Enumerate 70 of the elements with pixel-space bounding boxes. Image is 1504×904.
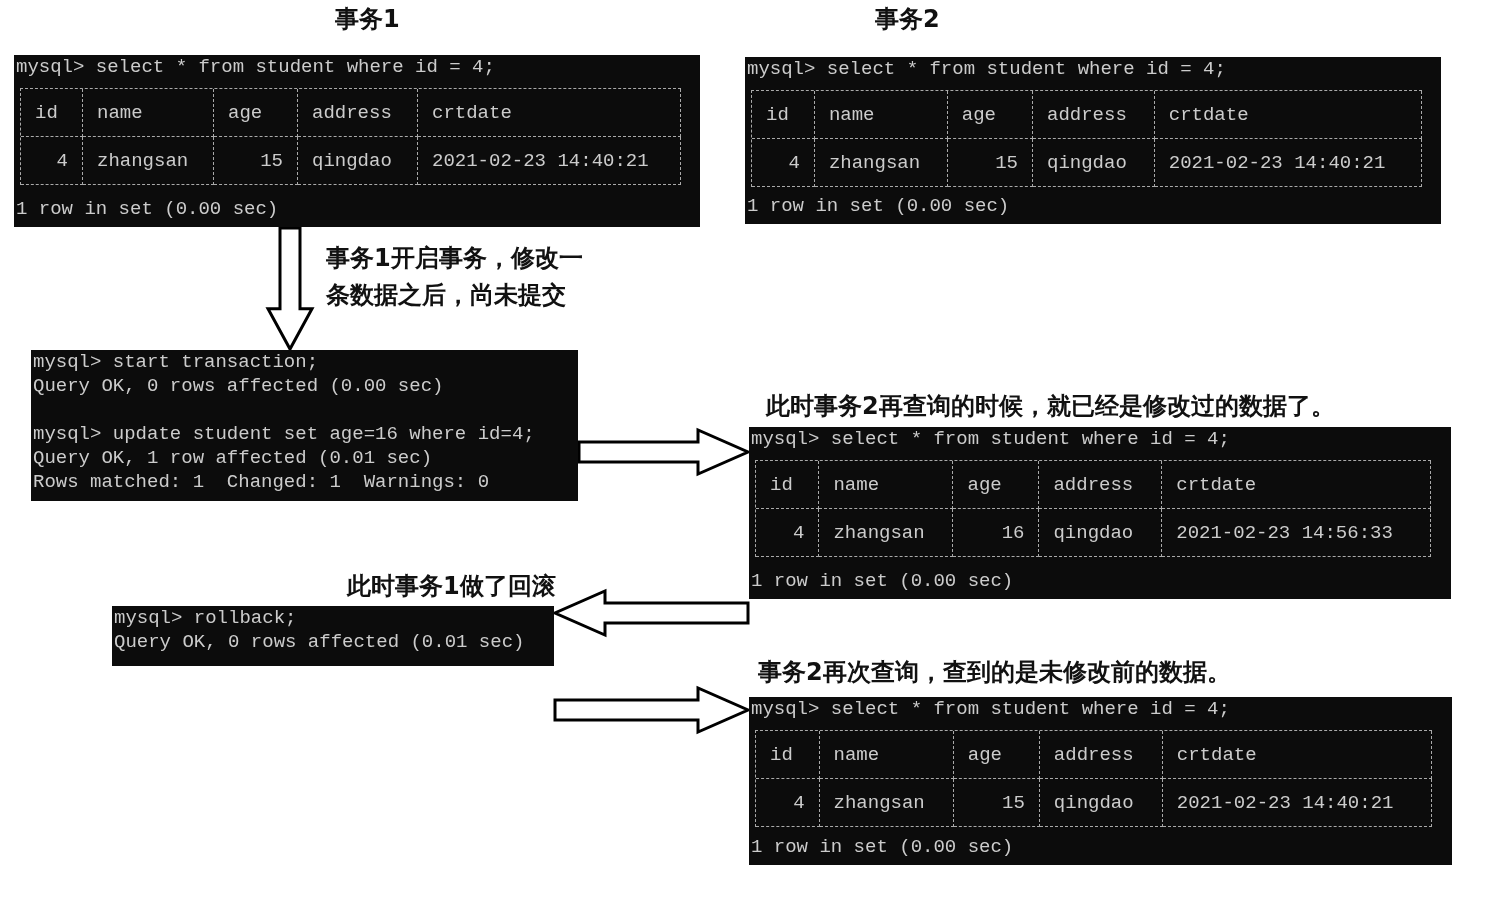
column-title: 事务1: [335, 4, 400, 35]
table-value: 2021-02-23 14:40:21: [1168, 151, 1386, 174]
block-arrow: [553, 685, 752, 735]
table-value: 16: [1001, 521, 1025, 544]
column-header: id: [770, 743, 793, 766]
terminal-window: [112, 606, 554, 666]
column-header: address: [1053, 743, 1134, 766]
terminal-window: [749, 697, 1452, 865]
table-value: qingdao: [312, 149, 392, 172]
column-header: age: [967, 473, 1002, 496]
table-value: qingdao: [1047, 151, 1127, 174]
terminal-window: [749, 427, 1451, 599]
output-line: Query OK, 0 rows affected (0.00 sec): [33, 374, 444, 398]
block-arrow: [577, 427, 752, 477]
result-line: 1 row in set (0.00 sec): [751, 835, 1014, 859]
table-value: zhangsan: [833, 791, 925, 814]
output-line: Query OK, 1 row affected (0.01 sec): [33, 446, 433, 470]
column-header: name: [833, 473, 880, 496]
column-header: id: [35, 101, 58, 124]
table-value: 15: [1002, 791, 1025, 814]
command-line: mysql> select * from student where id = 4;: [751, 697, 1230, 721]
command-line: mysql> select * from student where id = 4;: [751, 427, 1230, 451]
result-line: 1 row in set (0.00 sec): [16, 197, 279, 221]
table-value: 4: [793, 521, 805, 544]
terminal-window: [14, 55, 700, 227]
column-header: address: [1053, 473, 1134, 496]
result-line: 1 row in set (0.00 sec): [751, 569, 1014, 593]
block-arrow: [265, 226, 315, 353]
table-value: qingdao: [1053, 521, 1134, 544]
column-header: age: [967, 743, 1002, 766]
output-line: Rows matched: 1 Changed: 1 Warnings: 0: [33, 470, 490, 494]
output-line: mysql> start transaction;: [33, 350, 319, 374]
terminal-window: [745, 57, 1441, 224]
command-line: mysql> select * from student where id = 4;: [747, 57, 1226, 81]
table-value: 15: [995, 151, 1018, 174]
column-header: age: [228, 101, 263, 124]
column-header: age: [961, 103, 996, 126]
column-header: name: [97, 101, 143, 124]
table-value: 4: [793, 791, 805, 814]
table-value: qingdao: [1053, 791, 1134, 814]
column-header: crtdate: [1176, 743, 1257, 766]
table-value: 4: [56, 149, 68, 172]
annotation: 此时事务2再查询的时候，就已经是修改过的数据了。: [766, 391, 1335, 422]
output-line: mysql> rollback;: [114, 606, 297, 630]
table-value: 2021-02-23 14:40:21: [1176, 791, 1394, 814]
terminal-window: [31, 350, 578, 501]
column-header: name: [828, 103, 875, 126]
column-header: name: [833, 743, 880, 766]
column-header: crtdate: [432, 101, 512, 124]
column-header: address: [1047, 103, 1127, 126]
table-value: 15: [260, 149, 283, 172]
table-value: zhangsan: [828, 151, 921, 174]
column-header: id: [766, 103, 789, 126]
table-value: zhangsan: [833, 521, 925, 544]
column-header: crtdate: [1168, 103, 1249, 126]
column-title: 事务2: [875, 4, 940, 35]
column-header: crtdate: [1176, 473, 1257, 496]
block-arrow: [551, 588, 750, 638]
table-value: 2021-02-23 14:56:33: [1176, 521, 1393, 544]
column-header: address: [312, 101, 392, 124]
column-header: id: [770, 473, 793, 496]
table-value: zhangsan: [97, 149, 189, 172]
output-line: mysql> update student set age=16 where id=4;: [33, 422, 535, 446]
annotation: 此时事务1做了回滚: [347, 571, 556, 602]
table-value: 2021-02-23 14:40:21: [432, 149, 649, 172]
table-value: 4: [788, 151, 800, 174]
command-line: mysql> select * from student where id = 4;: [16, 55, 495, 79]
output-line: Query OK, 0 rows affected (0.01 sec): [114, 630, 525, 654]
result-line: 1 row in set (0.00 sec): [747, 194, 1010, 218]
annotation: 事务2再次查询，查到的是未修改前的数据。: [758, 657, 1231, 688]
